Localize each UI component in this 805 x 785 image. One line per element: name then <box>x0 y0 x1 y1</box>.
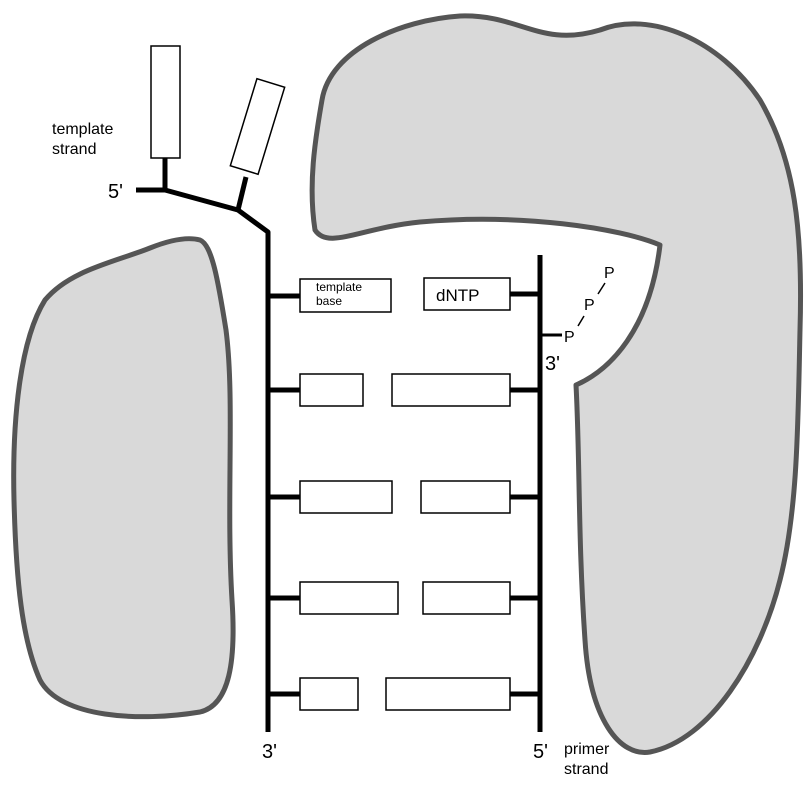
phosphate-bond-2 <box>598 283 605 294</box>
template-base-row2 <box>300 481 392 513</box>
unpaired-template-base-1 <box>151 46 180 158</box>
template-strand-label-line1: template <box>52 121 113 138</box>
template-3prime-label: 3' <box>262 741 277 763</box>
unpaired-template-base-2 <box>230 79 284 175</box>
primer-base-row4 <box>386 678 510 710</box>
primer-5prime-label: 5' <box>533 741 548 763</box>
phosphate-bond-1 <box>578 316 584 326</box>
primer-base-row3 <box>423 582 510 614</box>
template-base-label-line2: base <box>316 294 342 308</box>
template-base-row4 <box>300 678 358 710</box>
primer-strand-label-line1: primer <box>564 741 610 758</box>
unpaired-base-stem-2 <box>238 177 246 210</box>
phosphate-gamma: P <box>604 265 615 282</box>
dntp-label: dNTP <box>436 286 479 305</box>
template-base-row1 <box>300 374 363 406</box>
template-strand-label-line2: strand <box>52 141 96 158</box>
primer-3prime-label: 3' <box>545 353 560 375</box>
primer-base-row1 <box>392 374 510 406</box>
template-5prime-label: 5' <box>108 181 123 203</box>
polymerase-left-domain <box>14 239 233 717</box>
phosphate-beta: P <box>584 297 595 314</box>
template-base-label-line1: template <box>316 280 362 294</box>
polymerase-right-domain <box>312 16 800 753</box>
template-base-row3 <box>300 582 398 614</box>
primer-strand-label-line2: strand <box>564 761 608 778</box>
primer-base-row2 <box>421 481 510 513</box>
phosphate-alpha: P <box>564 329 575 346</box>
